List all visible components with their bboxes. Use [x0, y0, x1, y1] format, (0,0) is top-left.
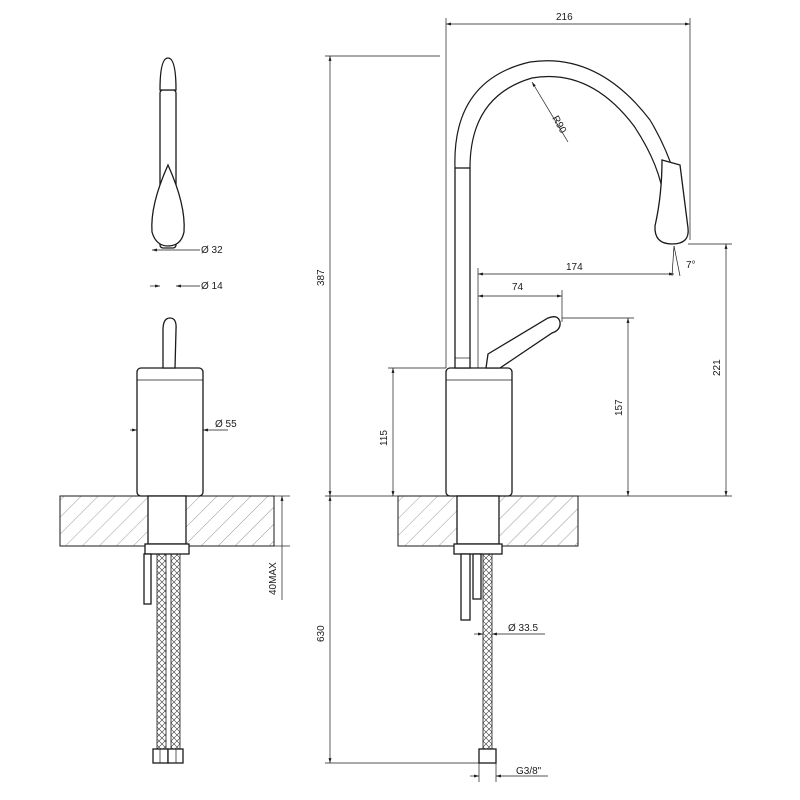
side-spout-arc [454, 60, 687, 231]
side-spout-outlet [654, 159, 689, 245]
side-lever [485, 316, 561, 369]
front-hose-left [156, 553, 167, 750]
dim-spout-reach: 174 [566, 262, 583, 273]
side-hose [482, 553, 493, 750]
dim-spout-tube-diameter: Ø 14 [201, 281, 223, 292]
dim-spout-radius: R90 [549, 114, 568, 136]
front-hose-right [170, 553, 181, 750]
dim-spout-reach-total: 216 [556, 12, 573, 23]
front-view: Ø 32 Ø 14 Ø 55 40MAX [59, 57, 290, 764]
dim-spout-outlet-diameter: Ø 32 [201, 245, 223, 256]
dim-body-diameter: Ø 55 [215, 419, 237, 430]
dim-shank-diameter: Ø 33.5 [508, 623, 538, 634]
dim-max-deck-thickness: 40MAX [268, 562, 279, 595]
side-view: R90 387 630 115 216 174 7° [316, 12, 732, 782]
front-spout-outlet [151, 163, 185, 247]
front-body [136, 367, 204, 497]
side-spout-tube [454, 167, 471, 369]
dim-overall-height: 387 [316, 269, 327, 286]
dim-lever-height: 157 [614, 399, 625, 416]
dim-hose-connection: G3/8" [516, 766, 542, 777]
side-body [445, 367, 513, 497]
side-shank [456, 495, 500, 545]
front-shank [147, 495, 187, 545]
dim-hose-length: 630 [316, 625, 327, 642]
dim-lever-reach: 74 [512, 282, 524, 293]
dim-spout-angle: 7° [686, 260, 696, 271]
front-lever [162, 317, 177, 369]
dim-spout-outlet-height: 221 [712, 359, 723, 376]
dim-body-height: 115 [379, 430, 390, 446]
